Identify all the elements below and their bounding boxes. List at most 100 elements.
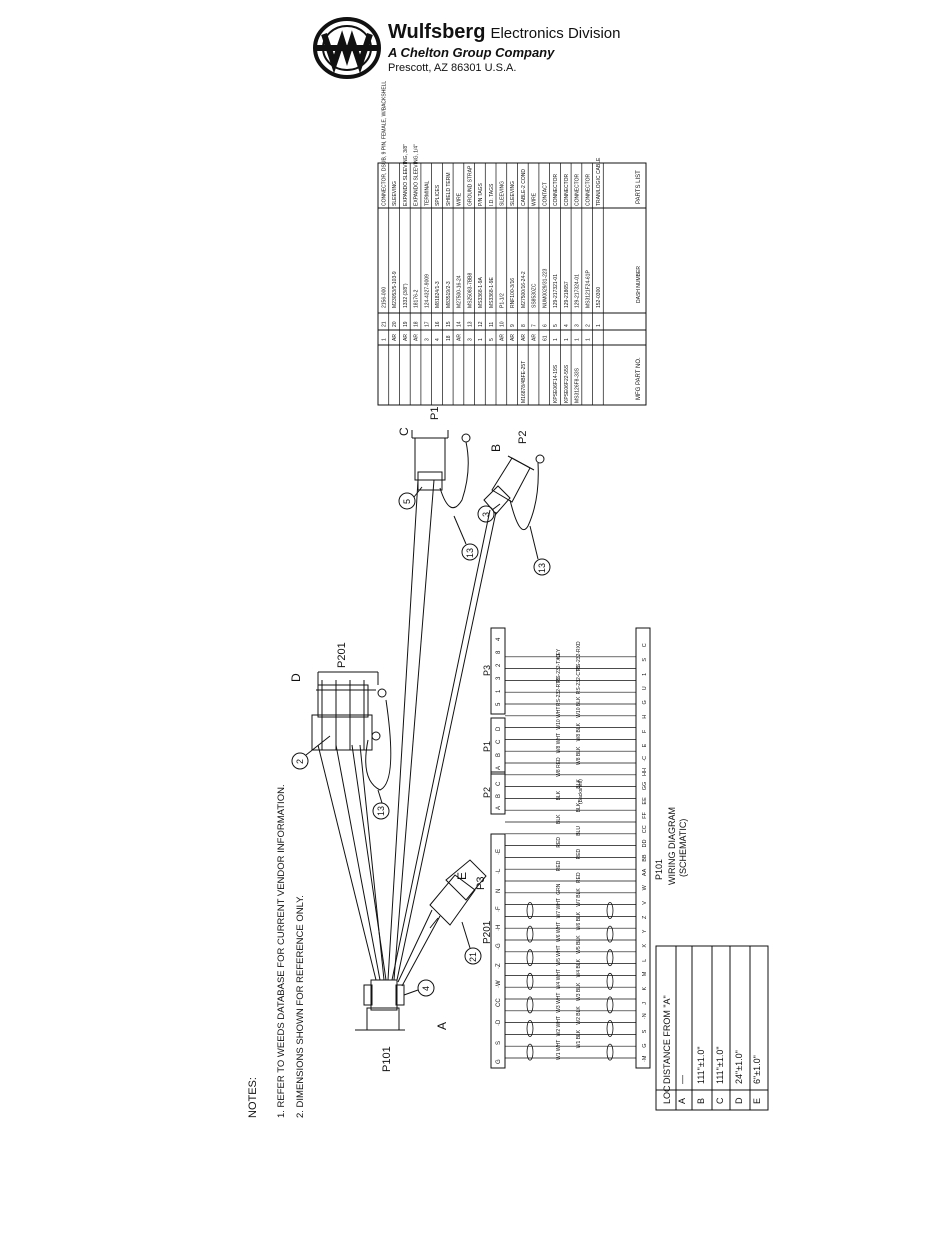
p1-pin-label: C (496, 739, 502, 744)
wire-label: RS-232-RXD (576, 641, 582, 671)
p101-bottom-pin-label: J (642, 1002, 648, 1005)
p101-bottom-pin-label: C (642, 643, 648, 647)
parts-description-cell: CONTACT (542, 182, 548, 206)
twisted-pair-mark (526, 925, 534, 943)
wd-p1-label: P1 (482, 741, 492, 752)
parts-item-cell: 5 (553, 324, 559, 327)
p101-bottom-pin-label: W (642, 884, 648, 890)
parts-number-cell: M83519/2-3 (446, 281, 452, 308)
parts-description-cell: SLEEVING (500, 181, 506, 206)
label-p3: P3 (475, 877, 487, 890)
p101-bottom-pin-label: H (642, 715, 648, 719)
wd-shield-note: (Backshell) (578, 779, 584, 804)
distance-table-header-distance: DISTANCE FROM "A" (662, 995, 672, 1084)
parts-qty-cell: 3 (424, 338, 430, 341)
p101-bottom-pin-label: K (642, 987, 648, 991)
p3-pin-label: 4 (496, 637, 502, 641)
distance-value-cell: 24"±1.0" (734, 1050, 744, 1084)
parts-description-cell: SPLICES (435, 184, 441, 206)
p101-bottom-pin-label: L (642, 959, 648, 962)
twisted-pair-mark (526, 996, 534, 1014)
wire-label: RED (576, 848, 582, 859)
callout-13-c: 13 (529, 525, 551, 576)
label-p2: P2 (517, 431, 529, 444)
wire-label: KEY (556, 648, 562, 659)
p1-pin-label: A (496, 766, 502, 770)
parts-description-cell: CONNECTOR (575, 173, 581, 206)
wire-label: W5 WHT (556, 945, 562, 965)
p101-bottom-pin-label: FF (642, 812, 648, 819)
wd-p101-label: P101 (654, 859, 664, 880)
parts-qty-cell: 1 (585, 338, 591, 341)
parts-number-cell: M27500-16-24 (457, 275, 463, 308)
parts-item-cell: 14 (457, 321, 463, 327)
wd-subtitle: (SCHEMATIC) (678, 819, 688, 877)
parts-item-cell: 18 (414, 321, 420, 327)
p101-pin-label: ·H (496, 925, 502, 931)
label-c: C (397, 427, 411, 436)
wire-label: W10 WHT (556, 707, 562, 730)
parts-description-cell: TRAN/LOGIC CABLE (596, 157, 602, 206)
parts-item-cell: 17 (424, 321, 430, 327)
twisted-pair-mark (606, 996, 614, 1014)
p3-pin-label: 2 (496, 663, 502, 667)
distance-table-header-loc: LOC (662, 1085, 672, 1104)
callout-21: 21 (461, 921, 482, 965)
wire-label: W8 BLK (576, 746, 582, 765)
p101-bottom-pin-label: G (642, 700, 648, 704)
company-logo: Wulfsberg Electronics Division A Chelton… (312, 16, 652, 86)
parts-description-cell: WIRE (532, 192, 538, 206)
parts-item-cell: 11 (489, 322, 495, 327)
parts-number-cell: P1-1/2 (500, 293, 506, 308)
label-p201: P201 (336, 642, 348, 668)
p1-pin-label: D (496, 726, 502, 731)
harness-labels: A P101 D P201 E P3 P201 C P1 B P2 (289, 407, 529, 1072)
parts-qty-cell: 1 (564, 338, 570, 341)
svg-text:13: 13 (537, 563, 547, 573)
p101-bottom-pin-label: DD (642, 840, 648, 848)
wulfsberg-globe-icon (313, 17, 381, 79)
p101-bottom-pin-label: BB (642, 854, 648, 862)
parts-number-cell: MS3368-1-9A (478, 276, 484, 308)
parts-qty-cell: 1 (382, 338, 388, 341)
parts-number-cell: 129-218657 (564, 281, 570, 308)
parts-number-cell: NUM0029/31-223 (542, 268, 548, 308)
distance-value-cell: — (677, 1075, 687, 1084)
p101-bottom-pin-label: G (642, 1043, 648, 1047)
svg-text:4: 4 (421, 986, 431, 991)
p101-pin-label: ·L (496, 868, 502, 874)
p1-connector (411, 430, 471, 509)
twisted-pair-mark (606, 902, 614, 919)
wire-label: W8 RED (556, 757, 562, 777)
p101-pin-label: ·W (496, 980, 502, 988)
parts-item-cell: 2 (585, 324, 591, 327)
wire-label: W8 WHT (556, 733, 562, 753)
parts-number-cell: MS3368-1-9E (489, 276, 495, 308)
parts-description-cell: SHIELD TERM (446, 172, 452, 206)
parts-description-cell: EXPANDO SLEEVING, 1/4" (414, 144, 420, 206)
p101-bottom-pin-label: EE (642, 797, 648, 805)
parts-qty-cell: AR (392, 334, 398, 341)
notes-block: NOTES: 1. REFER TO WEEDS DATABASE FOR CU… (247, 784, 306, 1118)
svg-text:5: 5 (402, 499, 412, 504)
twisted-pair-mark (606, 1043, 614, 1061)
p2-pin-block (490, 771, 506, 815)
label-d: D (289, 673, 303, 682)
svg-text:3: 3 (481, 512, 491, 517)
p101-bottom-pin-label: ·N (642, 1013, 648, 1019)
p101-pin-label: N (496, 889, 502, 893)
p3-pin-block (490, 627, 506, 715)
wd-p2-label: P2 (482, 787, 492, 798)
wire-label: W6 BLK (576, 911, 582, 930)
wire-label: RS-232-TXD (556, 653, 562, 682)
p3-pin-label: 3 (496, 676, 502, 680)
twisted-pair-mark (526, 902, 534, 919)
p1-pin-label: B (496, 753, 502, 757)
twisted-pair-mark (606, 925, 614, 943)
parts-qty-cell: AR (457, 334, 463, 341)
wd-p3-label: P3 (482, 665, 492, 676)
parts-description-cell: SLEEVING (392, 181, 398, 206)
wire-label: RED (576, 872, 582, 883)
